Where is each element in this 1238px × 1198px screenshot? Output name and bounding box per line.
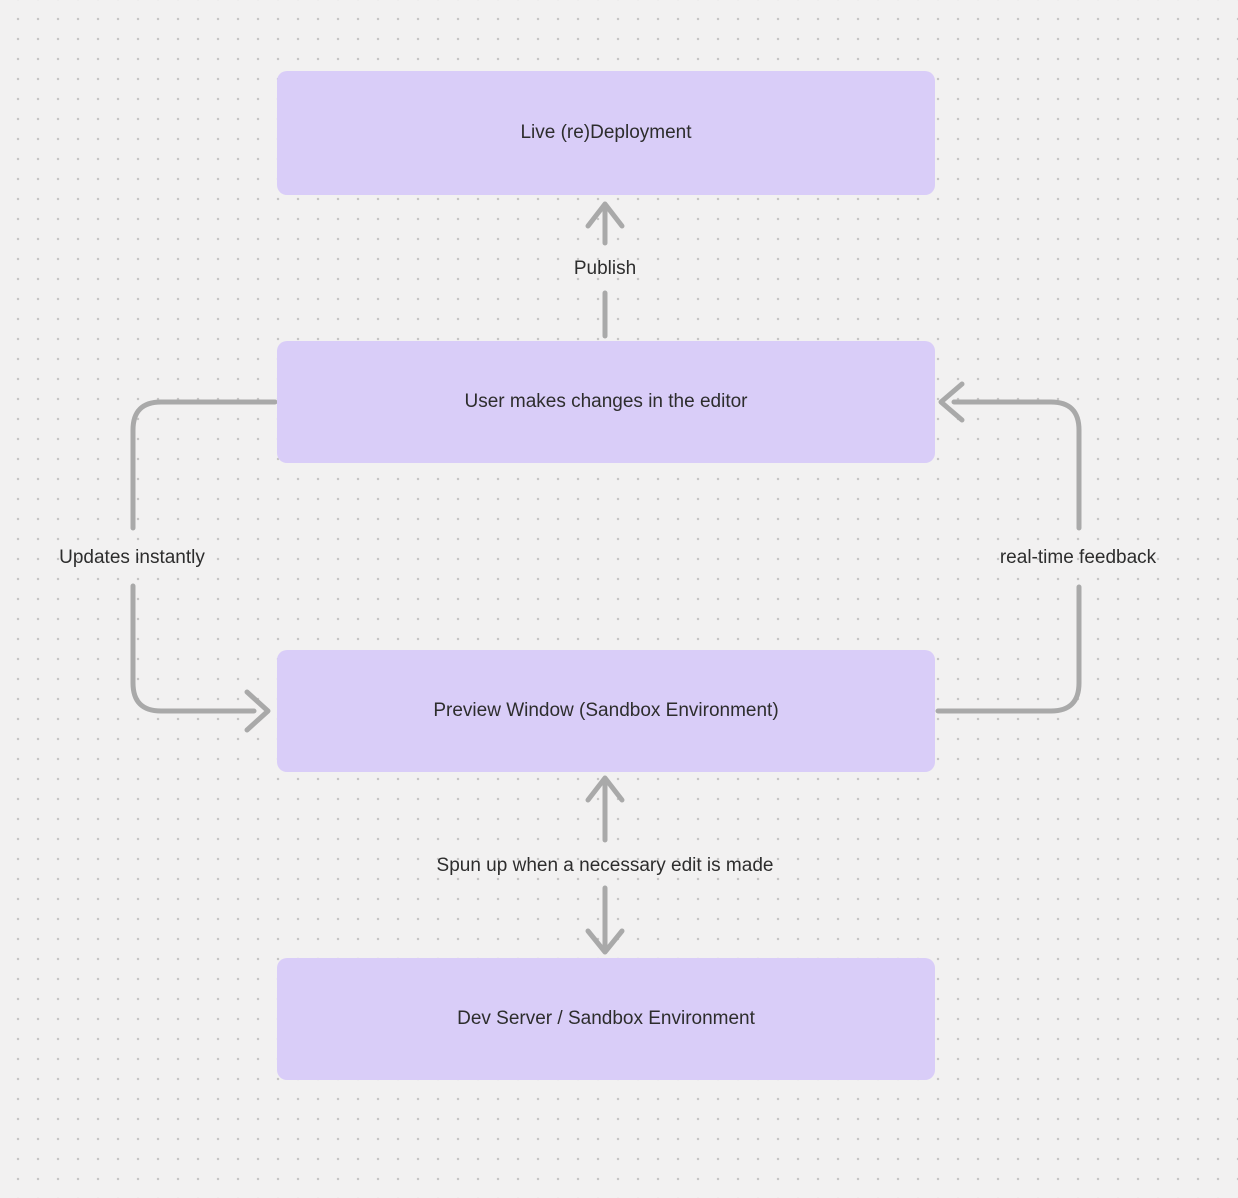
node-label: Live (re)Deployment (520, 122, 692, 143)
arrowhead-down-icon (585, 928, 625, 955)
edge-label-spun-up: Spun up when a necessary edit is made (436, 855, 774, 876)
node-dev-server[interactable]: Dev Server / Sandbox Environment (277, 958, 935, 1080)
edge-line (130, 399, 278, 531)
arrowhead-up-icon (585, 775, 625, 803)
arrowhead-left-icon (938, 381, 965, 423)
node-preview-window[interactable]: Preview Window (Sandbox Environment) (277, 650, 935, 772)
edge-line (951, 399, 1082, 531)
edge-line (130, 583, 257, 714)
node-label: User makes changes in the editor (464, 391, 748, 412)
edge-realtime-feedback (935, 381, 1082, 714)
edge-line (935, 584, 1082, 714)
node-label: Dev Server / Sandbox Environment (457, 1008, 755, 1029)
edge-updates-instantly (130, 399, 278, 733)
node-label: Preview Window (Sandbox Environment) (433, 700, 779, 721)
edge-label-updates-instantly: Updates instantly (59, 547, 205, 568)
edge-spun-up (585, 775, 625, 955)
node-live-redeployment[interactable]: Live (re)Deployment (277, 71, 935, 195)
node-user-editor[interactable]: User makes changes in the editor (277, 341, 935, 463)
arrowhead-up-icon (585, 201, 625, 229)
edge-publish (585, 201, 625, 339)
edge-label-publish: Publish (573, 258, 637, 279)
edge-label-realtime-feedback: real-time feedback (999, 547, 1157, 568)
arrowhead-right-icon (244, 689, 271, 733)
